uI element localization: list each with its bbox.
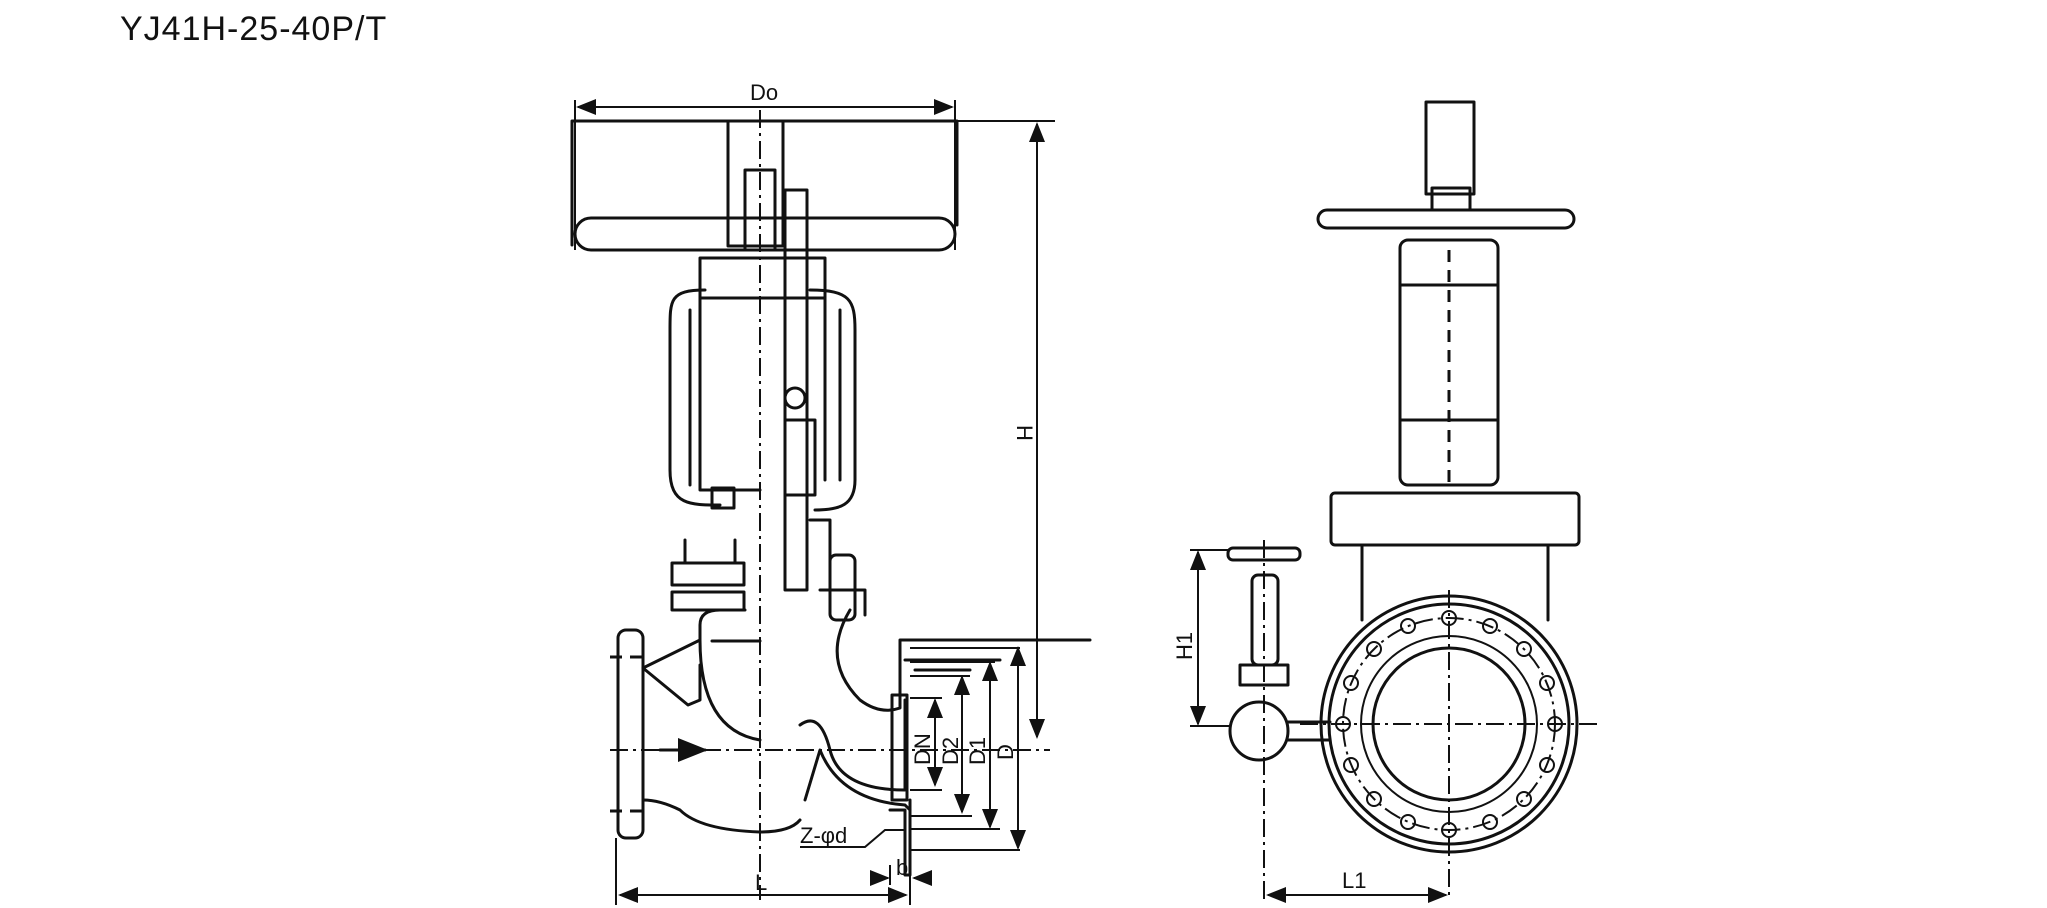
side-bonnet-flange: [1329, 491, 1581, 547]
label-d1: D1: [965, 737, 990, 765]
label-d2: D2: [938, 737, 963, 765]
label-do: Do: [750, 80, 778, 105]
inlet-flange: [616, 628, 645, 840]
body-upper-left: [641, 608, 747, 670]
label-d: D: [993, 744, 1018, 760]
side-actuator: [1398, 238, 1500, 487]
label-dn: DN: [910, 733, 935, 765]
bypass-valve-body: [1228, 700, 1290, 762]
outlet-face: [890, 693, 909, 802]
label-l1: L1: [1342, 868, 1366, 893]
label-z-phi-d: Z-φd: [800, 823, 847, 848]
label-l: L: [755, 870, 767, 895]
label-b: b: [896, 855, 908, 880]
drawing-title: YJ41H-25-40P/T: [120, 10, 388, 48]
yoke: [668, 288, 857, 512]
label-h1: H1: [1172, 632, 1197, 660]
front-view: Do H: [570, 80, 1092, 905]
side-handwheel: [1316, 208, 1576, 230]
label-h: H: [1012, 425, 1037, 441]
side-view: H1 L1: [1172, 100, 1600, 903]
handwheel-outline: [570, 119, 959, 247]
stem-top: [1424, 100, 1476, 196]
